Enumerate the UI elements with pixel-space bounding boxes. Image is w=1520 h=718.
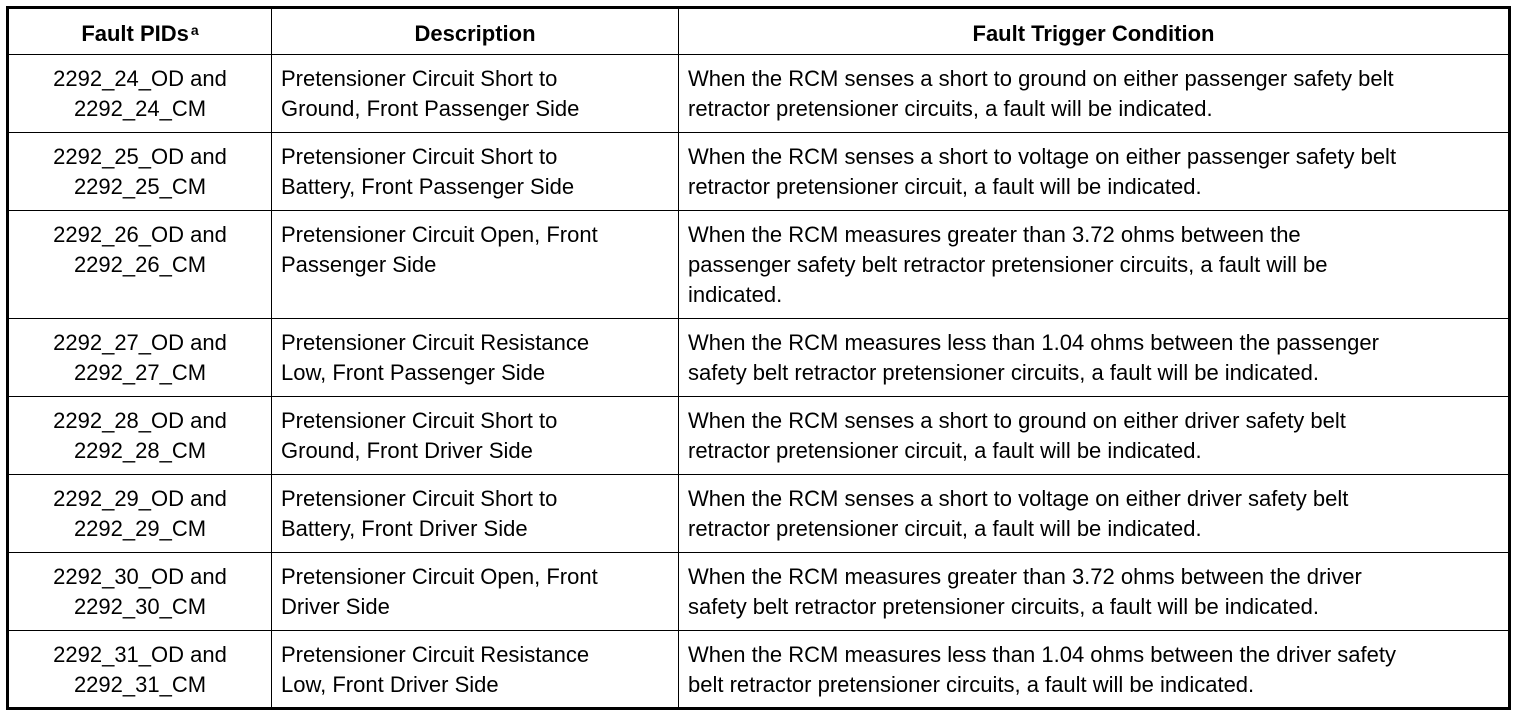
pid-line: 2292_26_CM	[73, 252, 207, 277]
condition-line: retractor pretensioner circuit, a fault …	[688, 174, 1202, 199]
condition-line: safety belt retractor pretensioner circu…	[688, 360, 1319, 385]
condition-cell: When the RCM senses a short to ground on…	[678, 54, 1510, 133]
description-cell: Pretensioner Circuit Short to Ground, Fro…	[271, 396, 679, 475]
description-line: Pretensioner Circuit Short to	[281, 408, 558, 433]
condition-line: When the RCM senses a short to ground on…	[688, 408, 1346, 433]
description-cell: Pretensioner Circuit Short to Battery, Fr…	[271, 474, 679, 553]
pid-line: 2292_29_OD and	[53, 486, 227, 511]
description-line: Low, Front Passenger Side	[281, 360, 546, 385]
pid-cell: 2292_28_OD and 2292_28_CM	[7, 396, 272, 475]
pid-line: 2292_27_OD and	[53, 330, 227, 355]
pid-line: 2292_30_CM	[73, 594, 207, 619]
description-line: Pretensioner Circuit Short to	[281, 486, 558, 511]
condition-line: retractor pretensioner circuits, a fault…	[688, 96, 1213, 121]
description-cell: Pretensioner Circuit Short to Ground, Fro…	[271, 54, 679, 133]
description-cell: Pretensioner Circuit Short to Battery, Fr…	[271, 132, 679, 211]
pid-line: 2292_24_OD and	[53, 66, 227, 91]
table-row: 2292_28_OD and 2292_28_CM Pretensioner Ci…	[7, 396, 1510, 475]
condition-line: When the RCM senses a short to ground on…	[688, 66, 1394, 91]
pid-cell: 2292_24_OD and 2292_24_CM	[7, 54, 272, 133]
description-line: Pretensioner Circuit Open, Front	[281, 222, 598, 247]
pid-line: 2292_30_OD and	[53, 564, 227, 589]
condition-cell: When the RCM measures greater than 3.72 …	[678, 552, 1510, 631]
pid-line: 2292_31_OD and	[53, 642, 227, 667]
pid-line: 2292_26_OD and	[53, 222, 227, 247]
condition-cell: When the RCM senses a short to voltage o…	[678, 474, 1510, 553]
description-line: Driver Side	[281, 594, 390, 619]
header-trigger-condition: Fault Trigger Condition	[678, 7, 1510, 55]
condition-line: When the RCM measures less than 1.04 ohm…	[688, 330, 1379, 355]
condition-line: safety belt retractor pretensioner circu…	[688, 594, 1319, 619]
condition-cell: When the RCM senses a short to voltage o…	[678, 132, 1510, 211]
condition-cell: When the RCM measures less than 1.04 ohm…	[678, 630, 1510, 709]
table-row: 2292_29_OD and 2292_29_CM Pretensioner Ci…	[7, 474, 1510, 553]
header-description: Description	[271, 7, 679, 55]
pid-line: 2292_25_CM	[73, 174, 207, 199]
header-fault-pids-label: Fault PIDs	[81, 21, 189, 46]
condition-cell: When the RCM measures greater than 3.72 …	[678, 210, 1510, 319]
condition-cell: When the RCM measures less than 1.04 ohm…	[678, 318, 1510, 397]
pid-line: 2292_29_CM	[73, 516, 207, 541]
description-line: Pretensioner Circuit Resistance	[281, 642, 590, 667]
description-line: Pretensioner Circuit Open, Front	[281, 564, 598, 589]
condition-line: retractor pretensioner circuit, a fault …	[688, 438, 1202, 463]
condition-line: indicated.	[688, 282, 783, 307]
table-row: 2292_25_OD and 2292_25_CM Pretensioner Ci…	[7, 132, 1510, 211]
condition-line: passenger safety belt retractor pretensi…	[688, 252, 1328, 277]
condition-line: When the RCM measures greater than 3.72 …	[688, 564, 1362, 589]
description-line: Passenger Side	[281, 252, 437, 277]
description-line: Pretensioner Circuit Short to	[281, 144, 558, 169]
pid-line: 2292_28_OD and	[53, 408, 227, 433]
description-line: Ground, Front Passenger Side	[281, 96, 580, 121]
description-line: Ground, Front Driver Side	[281, 438, 533, 463]
pid-cell: 2292_29_OD and 2292_29_CM	[7, 474, 272, 553]
description-line: Battery, Front Driver Side	[281, 516, 528, 541]
condition-line: When the RCM measures less than 1.04 ohm…	[688, 642, 1397, 667]
table-row: 2292_31_OD and 2292_31_CM Pretensioner Ci…	[7, 630, 1510, 709]
condition-line: belt retractor pretensioner circuits, a …	[688, 672, 1255, 697]
description-line: Pretensioner Circuit Resistance	[281, 330, 590, 355]
pid-line: 2292_31_CM	[73, 672, 207, 697]
table-row: 2292_27_OD and 2292_27_CM Pretensioner Ci…	[7, 318, 1510, 397]
condition-line: When the RCM senses a short to voltage o…	[688, 144, 1397, 169]
table-row: 2292_30_OD and 2292_30_CM Pretensioner Ci…	[7, 552, 1510, 631]
description-line: Pretensioner Circuit Short to	[281, 66, 558, 91]
pid-line: 2292_27_CM	[73, 360, 207, 385]
table-row: 2292_24_OD and 2292_24_CM Pretensioner Ci…	[7, 54, 1510, 133]
condition-cell: When the RCM senses a short to ground on…	[678, 396, 1510, 475]
condition-line: When the RCM senses a short to voltage o…	[688, 486, 1349, 511]
header-footnote-marker: a	[190, 22, 199, 38]
pid-cell: 2292_27_OD and 2292_27_CM	[7, 318, 272, 397]
pid-line: 2292_25_OD and	[53, 144, 227, 169]
pid-cell: 2292_25_OD and 2292_25_CM	[7, 132, 272, 211]
table-row: 2292_26_OD and 2292_26_CM Pretensioner Ci…	[7, 210, 1510, 319]
description-line: Battery, Front Passenger Side	[281, 174, 575, 199]
pid-line: 2292_28_CM	[73, 438, 207, 463]
description-line: Low, Front Driver Side	[281, 672, 499, 697]
pid-cell: 2292_30_OD and 2292_30_CM	[7, 552, 272, 631]
pid-cell: 2292_26_OD and 2292_26_CM	[7, 210, 272, 319]
condition-line: retractor pretensioner circuit, a fault …	[688, 516, 1202, 541]
condition-line: When the RCM measures greater than 3.72 …	[688, 222, 1301, 247]
pid-line: 2292_24_CM	[73, 96, 207, 121]
pid-cell: 2292_31_OD and 2292_31_CM	[7, 630, 272, 709]
